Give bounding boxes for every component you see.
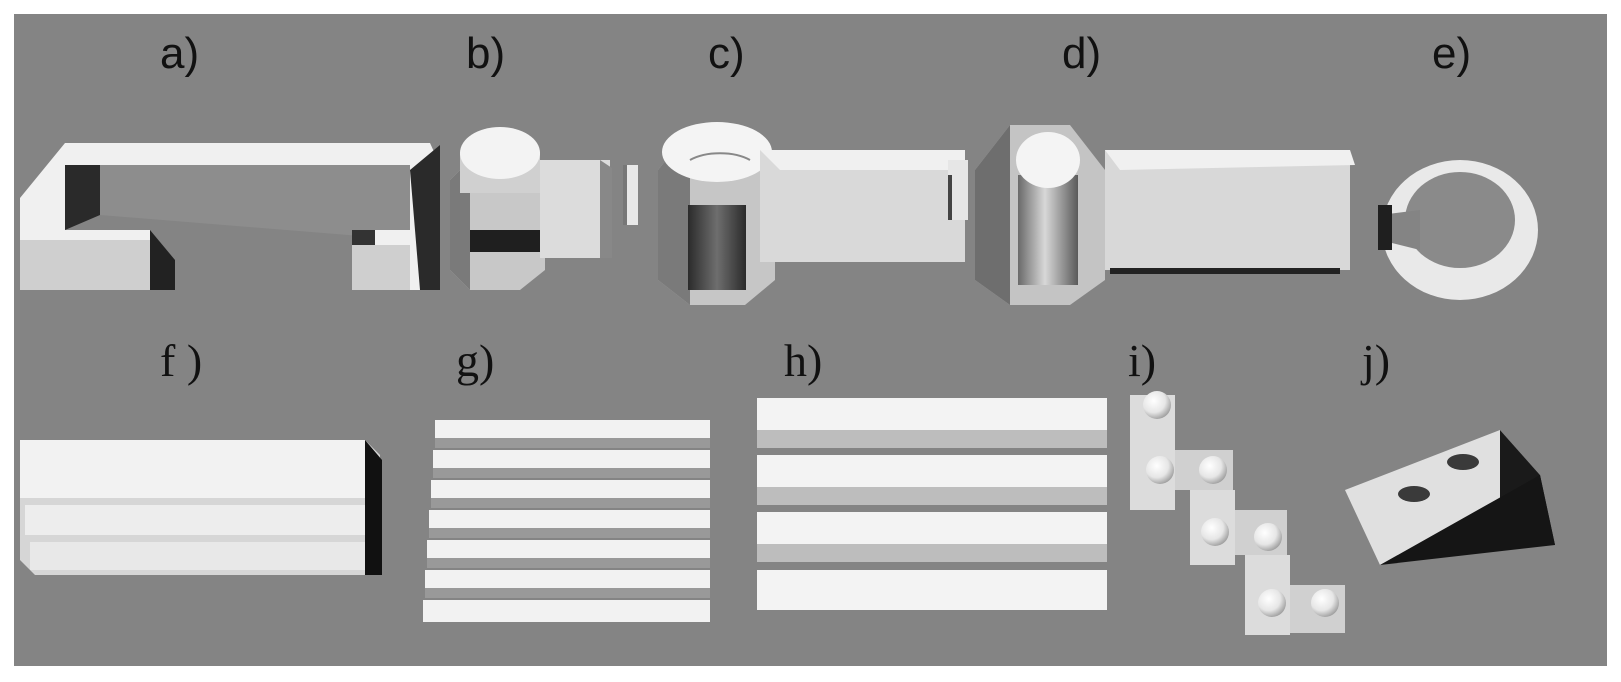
label-h: h) [784, 335, 823, 386]
part-h-wide-strips [757, 398, 1107, 610]
label-a: a) [160, 29, 200, 78]
part-g-thin-strips [423, 420, 710, 622]
part-e-open-ring [1378, 160, 1538, 300]
label-i: i) [1128, 335, 1157, 386]
label-f: f ) [160, 335, 203, 386]
label-d: d) [1062, 29, 1102, 78]
label-g: g) [456, 335, 495, 386]
part-c-large-hinge [658, 122, 968, 305]
part-b-small-hinge [450, 127, 638, 290]
part-f-stacked-bars [20, 440, 382, 575]
part-a-c-frame [20, 143, 440, 290]
label-b: b) [466, 29, 506, 78]
label-e: e) [1432, 29, 1472, 78]
label-j: j) [1362, 335, 1391, 386]
part-i-stepped-blocks [1130, 391, 1345, 635]
part-d-open-hinge [975, 125, 1355, 305]
part-j-wedge [1345, 430, 1555, 565]
label-c: c) [708, 29, 745, 78]
